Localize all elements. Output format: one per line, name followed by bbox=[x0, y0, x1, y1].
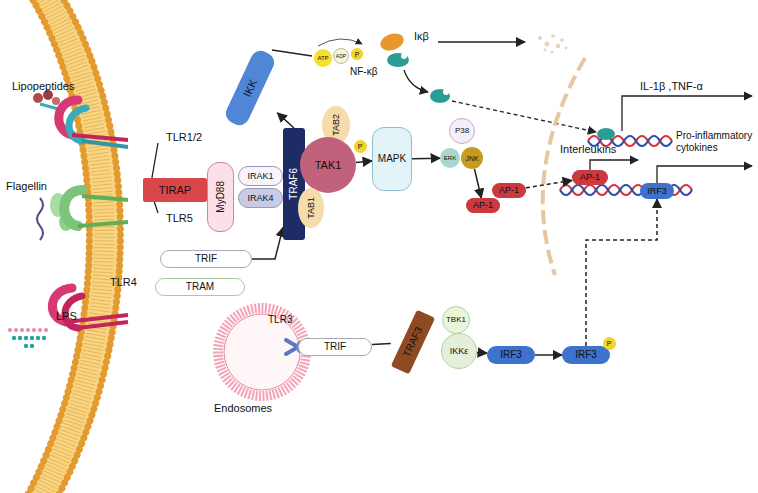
ap1-pill: AP-1 bbox=[572, 170, 608, 185]
tak1-circle: TAK1 bbox=[300, 137, 356, 193]
node-text: IRAK1 bbox=[247, 172, 273, 181]
node-text: TAK1 bbox=[315, 160, 342, 171]
tlr1-2-receptor bbox=[33, 90, 128, 147]
nfkb-on-dna bbox=[597, 128, 615, 140]
output-arrow bbox=[622, 96, 752, 131]
node-text: IRF3 bbox=[500, 350, 522, 360]
node-text: MAPK bbox=[378, 154, 406, 164]
p38-circle: P38 bbox=[449, 118, 475, 144]
jnk-circle: JNK bbox=[461, 147, 483, 169]
annotation-label: LPS bbox=[56, 310, 77, 323]
tlr4-receptor bbox=[8, 288, 128, 348]
node-text: TRIF bbox=[195, 254, 217, 264]
annotation-label: Iκβ bbox=[414, 30, 429, 43]
node-text: ADP bbox=[336, 54, 346, 59]
tirap-box: TIRAP bbox=[143, 178, 207, 202]
pathway-arrow bbox=[526, 180, 572, 187]
node-text: AP-1 bbox=[580, 173, 600, 182]
node-text: P bbox=[358, 143, 363, 150]
ikke-circle: IKKε bbox=[441, 333, 477, 369]
myd88-box: MyD88 bbox=[207, 162, 234, 232]
traf3-box: TRAF3 bbox=[391, 310, 435, 375]
endosome bbox=[218, 308, 306, 396]
annotation-label: IL-1β ,TNF-α bbox=[640, 80, 703, 93]
phosphate-circle: P bbox=[351, 48, 363, 60]
irak4-box: IRAK4 bbox=[238, 188, 283, 208]
annotation-label: TLR3 bbox=[268, 314, 292, 326]
annotation-label: TLR4 bbox=[110, 276, 137, 289]
ikb-degradation bbox=[272, 30, 596, 132]
irf3-pill: IRF3 bbox=[562, 346, 610, 364]
annotation-label: TLR5 bbox=[166, 212, 193, 225]
node-text: IKKε bbox=[450, 347, 469, 356]
node-text: MyD88 bbox=[216, 181, 226, 213]
mapk-box: MAPK bbox=[372, 127, 412, 191]
node-text: TAB1 bbox=[307, 197, 316, 219]
node-text: IKK bbox=[241, 78, 258, 99]
node-text: IRAK4 bbox=[247, 194, 273, 203]
node-text: P38 bbox=[455, 127, 469, 135]
annotation-label: Pro-inflammatory cytokines bbox=[676, 130, 756, 154]
annotation-label: TLR1/2 bbox=[166, 131, 202, 144]
annotation-label: Flagellin bbox=[6, 180, 47, 193]
pathway-arrow bbox=[477, 352, 487, 354]
node-text: IRF3 bbox=[575, 350, 597, 360]
annotation-label: NF-κβ bbox=[350, 66, 377, 78]
annotation-label: Interleukins bbox=[560, 143, 616, 156]
pathway-arrow bbox=[475, 169, 482, 198]
node-text: TRAF6 bbox=[289, 168, 299, 200]
node-text: TAB2 bbox=[332, 114, 341, 136]
tab1-ellipse: TAB1 bbox=[298, 188, 324, 228]
irak1-box: IRAK1 bbox=[238, 166, 283, 186]
output-arrow bbox=[590, 160, 638, 170]
irf3-pill: IRF3 bbox=[640, 183, 674, 199]
atp-circle: ATP bbox=[314, 49, 332, 67]
pathway-arrow bbox=[535, 354, 562, 356]
pathway-arrow bbox=[252, 227, 283, 259]
node-text: ATP bbox=[317, 55, 328, 61]
irf3-pill: IRF3 bbox=[487, 346, 535, 364]
node-text: AP-1 bbox=[473, 201, 493, 210]
tlr5-receptor bbox=[37, 190, 128, 240]
ikk-box: IKK bbox=[223, 48, 278, 129]
ap1-pill: AP-1 bbox=[466, 198, 500, 213]
node-text: JNK bbox=[465, 155, 478, 162]
phosphate-circle: P bbox=[603, 337, 616, 350]
pathway-arrow bbox=[356, 161, 372, 163]
cell-membrane bbox=[23, 0, 122, 493]
pathway-arrow bbox=[277, 113, 294, 128]
adp-circle: ADP bbox=[333, 48, 349, 64]
node-text: TRIF bbox=[324, 342, 346, 352]
node-text: ERK bbox=[444, 155, 456, 161]
node-text: TIRAP bbox=[159, 185, 191, 196]
output-arrow bbox=[657, 166, 752, 183]
trif-box: TRIF bbox=[160, 250, 252, 268]
pathway-arrow bbox=[586, 199, 657, 346]
node-text: TRAF3 bbox=[402, 326, 424, 359]
annotation-label: Lipopeptides bbox=[12, 80, 74, 93]
node-text: AP-1 bbox=[499, 186, 519, 195]
tbk1-circle: TBK1 bbox=[442, 306, 470, 334]
node-text: P bbox=[355, 51, 360, 58]
pathway-arrow bbox=[412, 157, 440, 159]
node-text: TRAM bbox=[186, 282, 214, 292]
node-text: TBK1 bbox=[446, 316, 466, 324]
node-text: IRF3 bbox=[647, 187, 667, 196]
node-text: P bbox=[607, 340, 612, 347]
trif-box: TRIF bbox=[298, 338, 372, 356]
nuclear-envelope bbox=[543, 58, 585, 275]
annotation-label: Endosomes bbox=[214, 402, 272, 415]
erk-circle: ERK bbox=[440, 148, 460, 168]
ap1-pill: AP-1 bbox=[492, 183, 526, 198]
tram-box: TRAM bbox=[155, 278, 245, 296]
pathway-arrow bbox=[372, 343, 391, 344]
phosphate-circle: P bbox=[354, 140, 367, 153]
